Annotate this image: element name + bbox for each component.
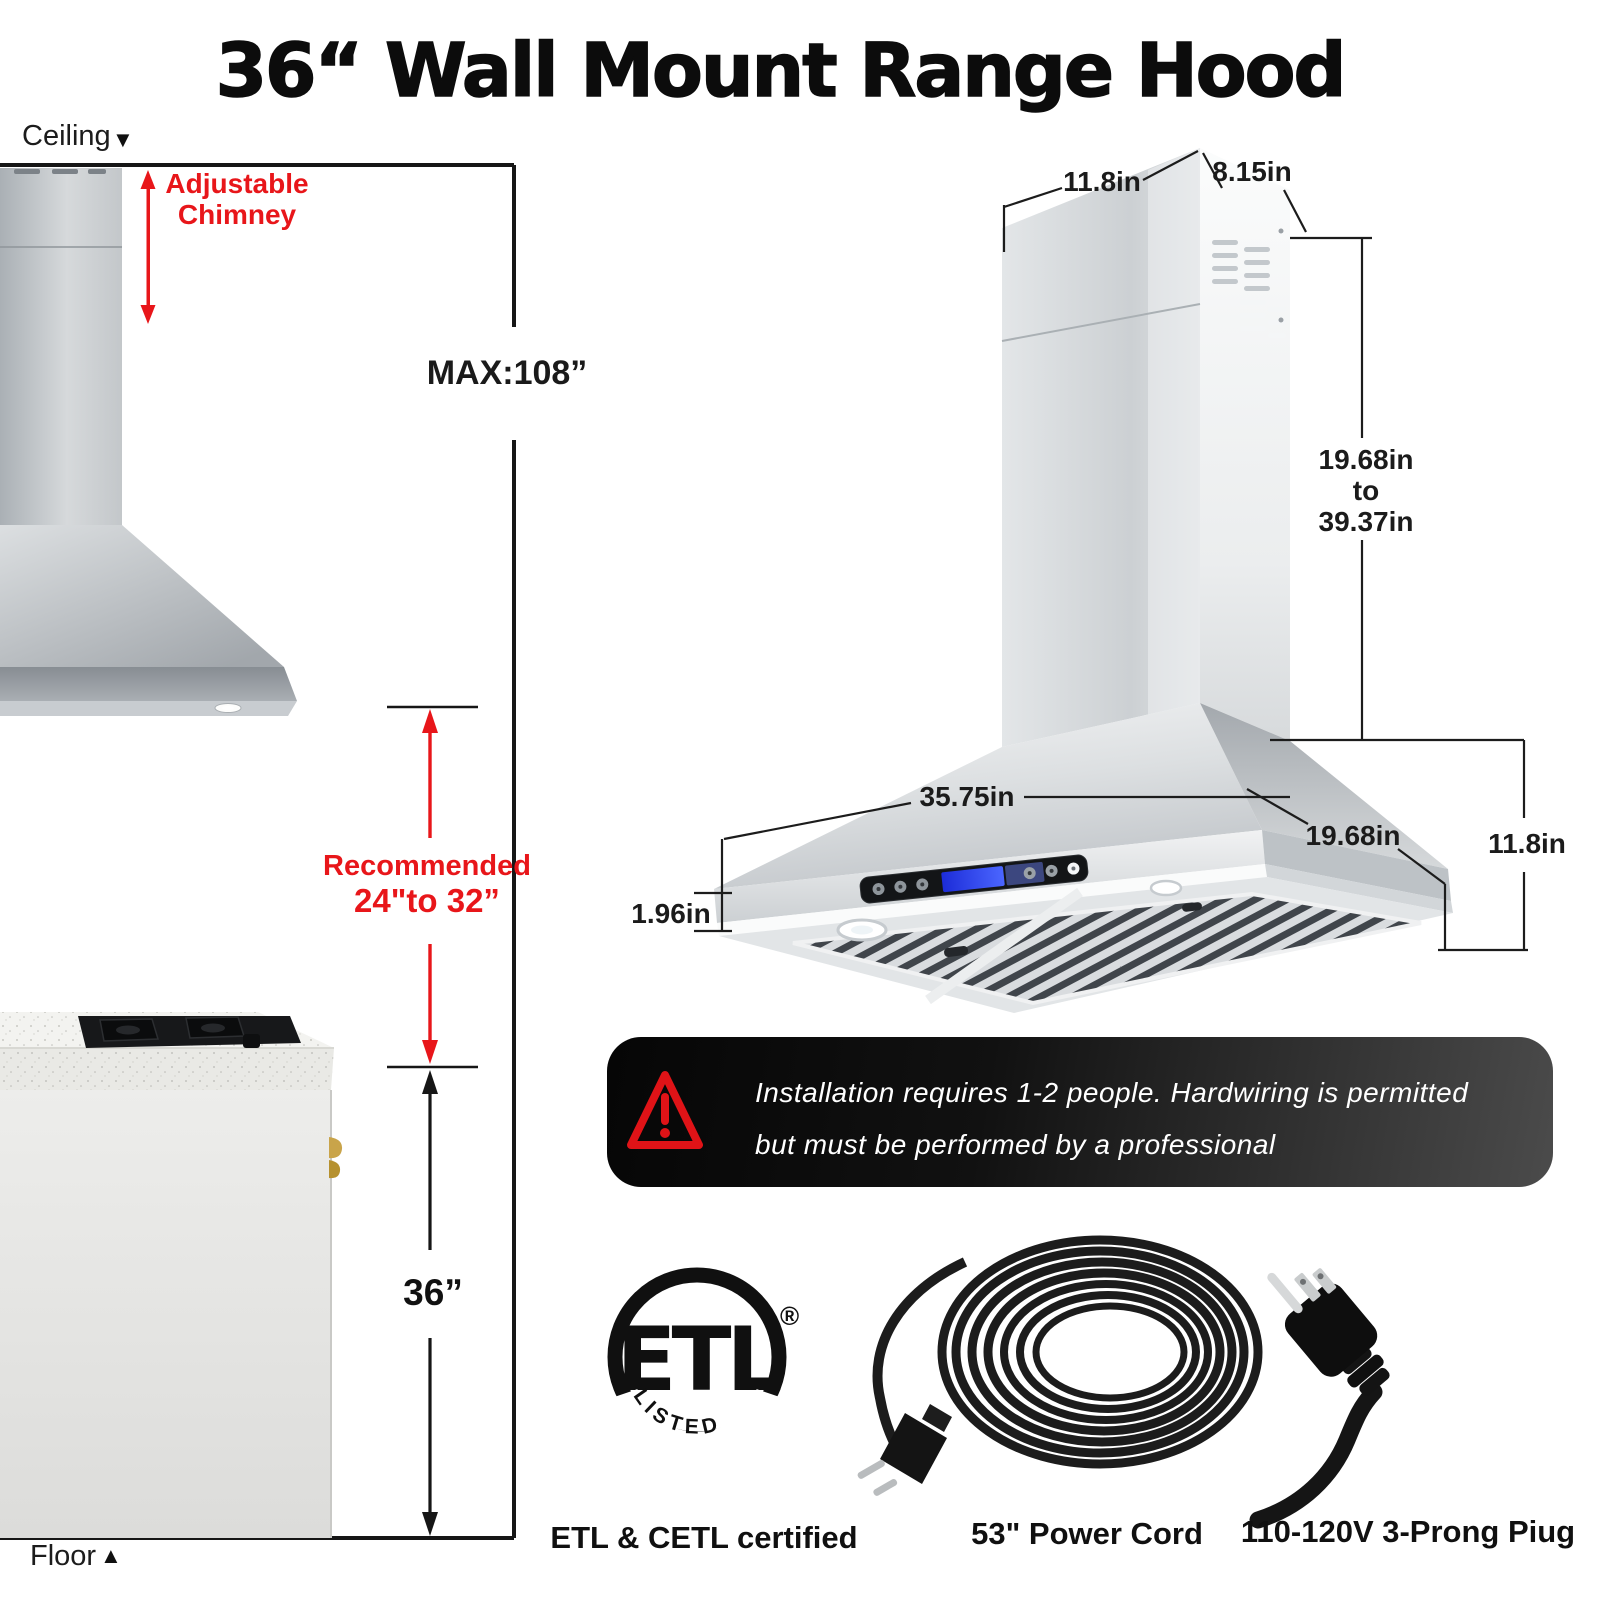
page-title: 36“ Wall Mount Range Hood bbox=[215, 27, 1347, 115]
recommended-distance-label: Recommended 24"to 32” bbox=[323, 850, 531, 919]
recommended-line2: 24"to 32” bbox=[354, 882, 500, 919]
recommended-line1: Recommended bbox=[323, 850, 531, 882]
chimney-range-to: to bbox=[1352, 475, 1380, 506]
warning-text-line1: Installation requires 1-2 people. Hardwi… bbox=[755, 1077, 1469, 1108]
dimension-top-depth: 11.8in bbox=[1063, 166, 1141, 197]
adjustable-chimney-arrow bbox=[140, 170, 156, 324]
dimension-hood-depth: 19.68in bbox=[1305, 820, 1401, 851]
lcd-display bbox=[941, 866, 1005, 893]
max-height-label: MAX:108” bbox=[426, 354, 588, 392]
dimension-leader-lines bbox=[694, 150, 1528, 952]
dimension-hood-width: 35.75in bbox=[919, 781, 1015, 812]
warning-banner: Installation requires 1-2 people. Hardwi… bbox=[607, 1037, 1553, 1187]
etl-listed-logo: ETL LISTED ® bbox=[607, 1267, 799, 1456]
dimension-top-width: 8.15in bbox=[1212, 156, 1292, 187]
chimney-range-min: 19.68in bbox=[1318, 444, 1414, 475]
etl-caption: ETL & CETL certified bbox=[550, 1520, 858, 1555]
cord-caption: 53" Power Cord bbox=[971, 1516, 1203, 1551]
plug-caption: 110-120V 3-Prong Piug bbox=[1240, 1514, 1576, 1549]
ceiling-label: Ceiling bbox=[22, 120, 111, 152]
dimension-chimney-range: 19.68in to 39.37in bbox=[1319, 444, 1414, 537]
power-cord-icon bbox=[857, 1235, 1263, 1496]
chimney-range-max: 39.37in bbox=[1318, 506, 1414, 537]
hood-lights bbox=[836, 879, 1183, 942]
wall-hood-side-image bbox=[0, 168, 297, 716]
dimension-body-height: 11.8in bbox=[1488, 828, 1566, 859]
three-prong-plug-icon bbox=[1249, 1268, 1390, 1529]
touch-control-panel bbox=[859, 854, 1089, 904]
warning-text-line2: but must be performed by a professional bbox=[755, 1129, 1276, 1160]
etl-registered-mark: ® bbox=[780, 1301, 799, 1331]
adjustable-chimney-line2: Chimney bbox=[177, 199, 297, 230]
chimney-vent-louvers bbox=[1212, 240, 1286, 338]
cooktop-cabinet-image bbox=[0, 1012, 343, 1538]
adjustable-chimney-label: Adjustable Chimney bbox=[165, 168, 308, 230]
cord-plug bbox=[857, 1404, 952, 1496]
counter-height-label: 36” bbox=[403, 1272, 463, 1313]
adjustable-chimney-line1: Adjustable bbox=[165, 168, 309, 199]
floor-label: Floor bbox=[30, 1540, 97, 1572]
dimension-ticks bbox=[387, 705, 478, 1069]
ceiling-arrow-icon: ▼ bbox=[112, 127, 134, 152]
floor-arrow-icon: ▲ bbox=[100, 1543, 122, 1568]
warning-triangle-icon bbox=[627, 1071, 703, 1149]
dimension-lip-height: 1.96in bbox=[631, 898, 711, 929]
range-hood-render bbox=[714, 148, 1453, 1013]
recommended-distance-arrow bbox=[422, 709, 438, 1064]
counter-height-arrow bbox=[422, 1070, 438, 1536]
